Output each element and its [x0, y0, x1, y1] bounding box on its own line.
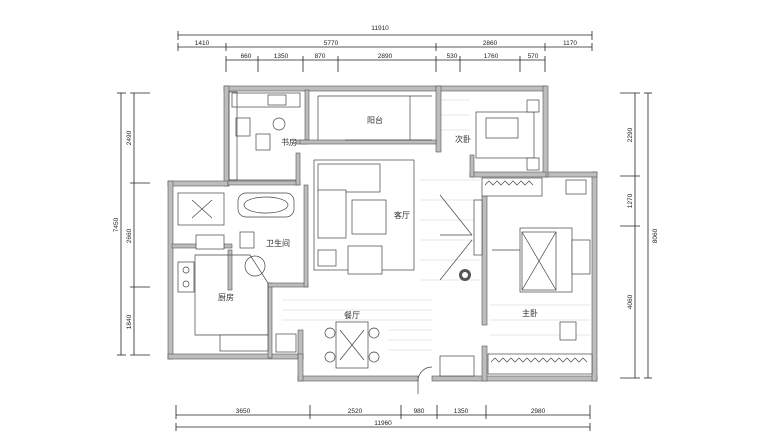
dim-top-1350: 1350 — [274, 53, 289, 60]
label-kid-room: 次卧 — [455, 134, 471, 144]
dim-top-2890: 2890 — [378, 53, 393, 60]
dim-left-2490: 2490 — [126, 130, 133, 145]
master-bedroom: 主卧 — [487, 179, 593, 375]
label-balcony: 阳台 — [367, 115, 383, 125]
dim-top-1410: 1410 — [195, 40, 210, 47]
dim-top-1760: 1760 — [484, 53, 499, 60]
dim-bottom-3650: 3650 — [236, 408, 251, 415]
dim-top-1170: 1170 — [563, 40, 577, 47]
right-dimensions: 2290 1270 4060 8060 — [620, 92, 659, 379]
dim-top-660: 660 — [241, 53, 252, 60]
dim-top-870: 870 — [315, 53, 326, 60]
dim-right-1270: 1270 — [627, 193, 634, 208]
study-room: 书房 — [228, 91, 301, 181]
dim-left-total: 7450 — [113, 217, 120, 232]
dim-top-total: 11910 — [371, 25, 389, 32]
label-master: 主卧 — [522, 308, 538, 318]
kitchen: 厨房 — [177, 192, 269, 352]
left-dimensions: 7450 2490 2660 1840 — [113, 92, 150, 356]
dim-left-2660: 2660 — [126, 228, 133, 243]
living-room: 客厅 — [313, 159, 483, 281]
dim-right-2290: 2290 — [627, 127, 634, 142]
dim-right-4060: 4060 — [627, 294, 634, 309]
label-bathroom: 卫生间 — [266, 238, 290, 248]
plant-icon — [459, 269, 471, 281]
top-dimensions: 11910 1410 5770 2860 1170 660 1350 870 2… — [177, 25, 593, 72]
bottom-dimensions: 3650 2520 980 1350 2980 11960 — [175, 405, 591, 431]
floor-hatching — [282, 99, 590, 351]
dim-bottom-980: 980 — [414, 408, 425, 415]
label-study: 书房 — [281, 137, 297, 147]
kid-room: 次卧 — [455, 99, 543, 197]
dim-bottom-1350: 1350 — [454, 408, 469, 415]
dim-bottom-total: 11960 — [374, 420, 392, 427]
dim-bottom-2520: 2520 — [348, 408, 363, 415]
dim-right-total: 8060 — [652, 228, 659, 243]
dim-left-1840: 1840 — [126, 314, 133, 329]
dim-top-570: 570 — [528, 53, 539, 60]
label-living: 客厅 — [394, 210, 410, 220]
label-kitchen: 厨房 — [218, 292, 234, 302]
dining-room: 餐厅 — [275, 311, 475, 394]
dim-top-530: 530 — [447, 53, 458, 60]
bathroom: 卫生间 — [237, 192, 295, 277]
dim-bottom-2980: 2980 — [531, 408, 546, 415]
balcony: 阳台 — [317, 95, 432, 141]
dim-top-5770: 5770 — [324, 40, 339, 47]
dim-top-2860: 2860 — [483, 40, 498, 47]
label-dining: 餐厅 — [344, 311, 360, 320]
